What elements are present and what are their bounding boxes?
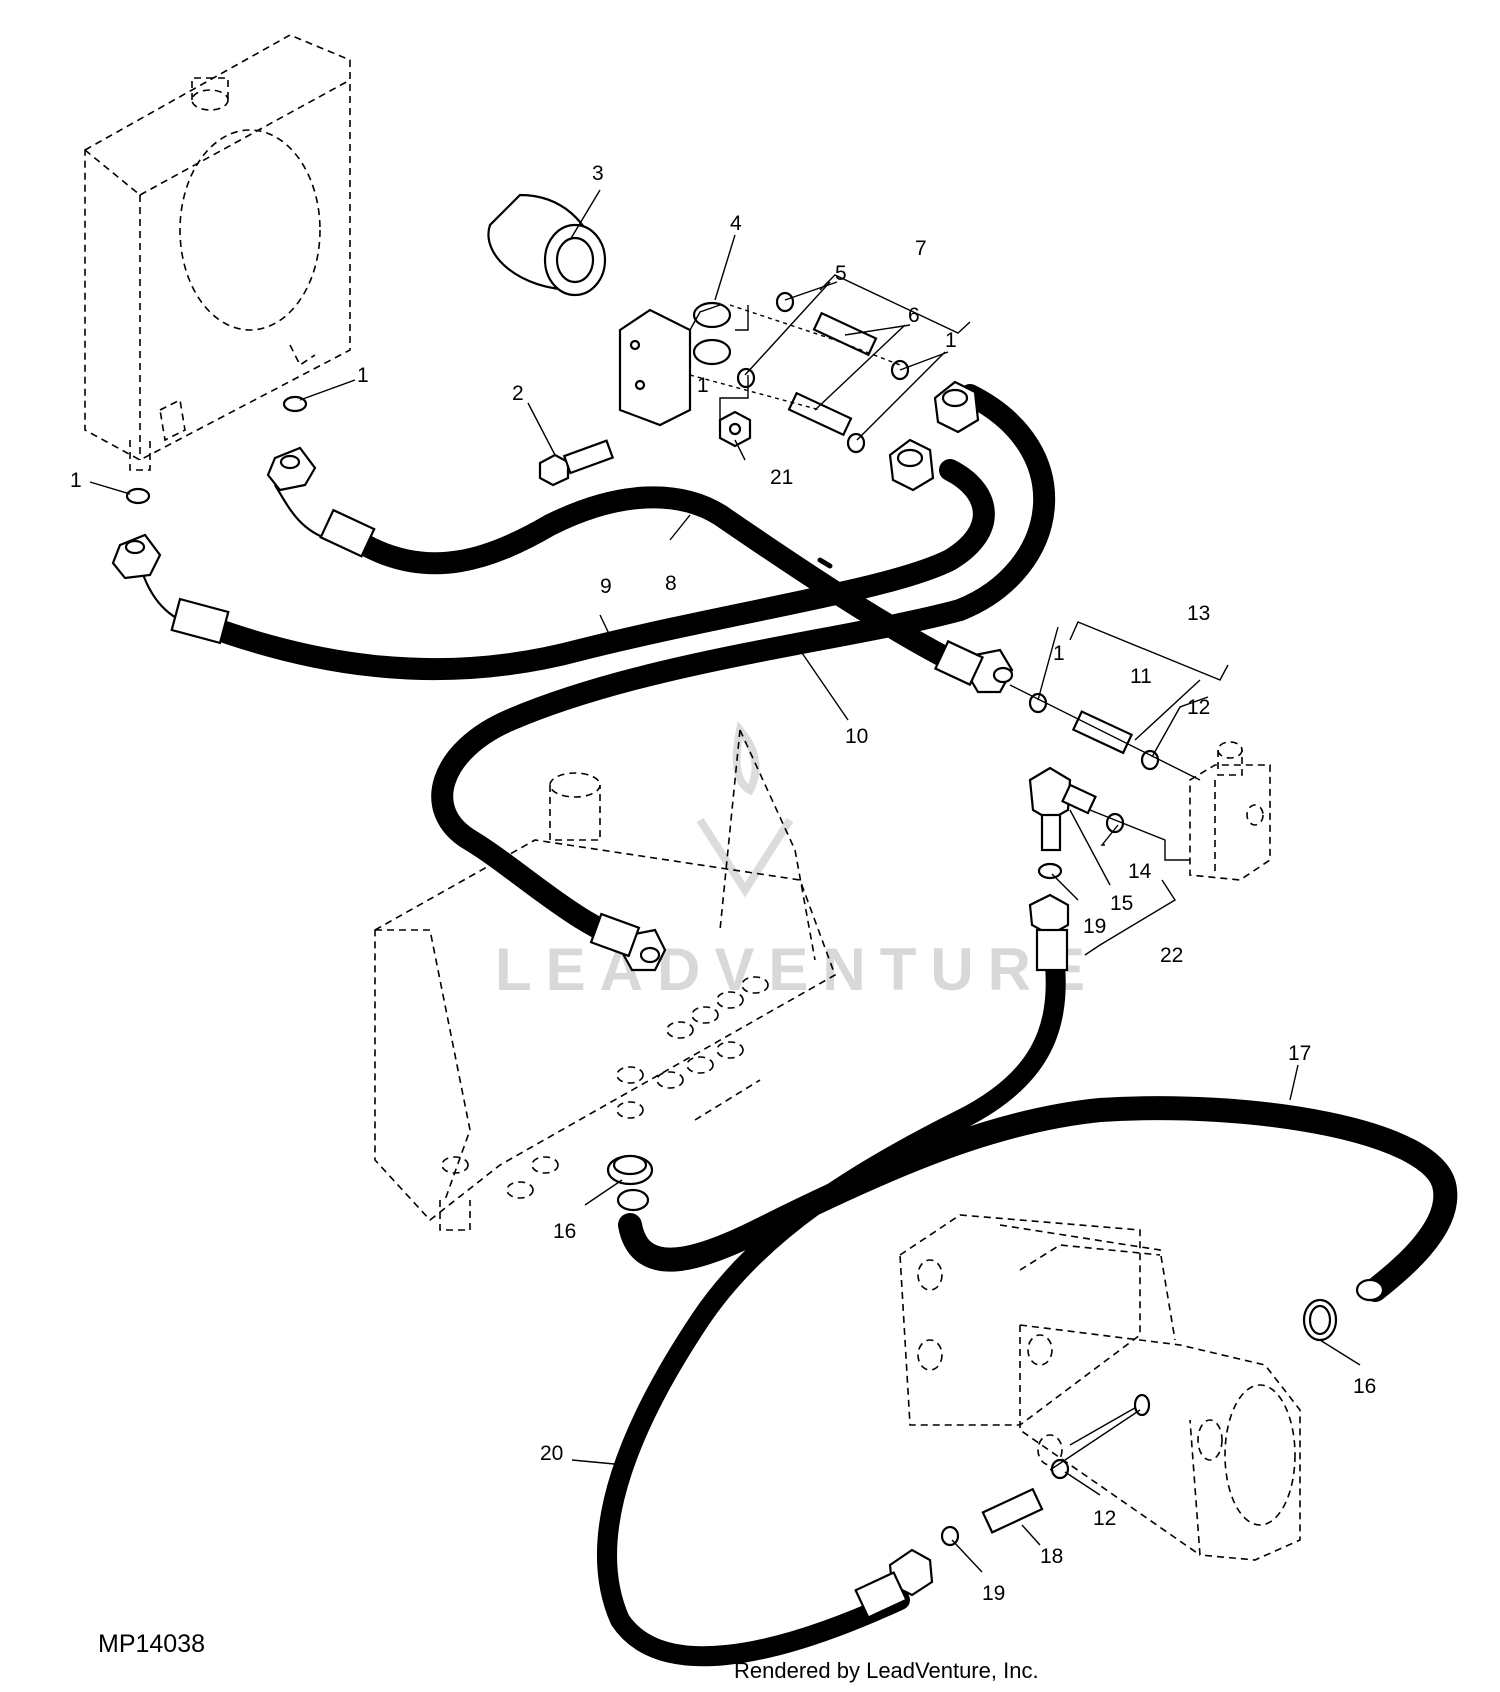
watermark: LEADVENTURE bbox=[495, 936, 1099, 1003]
pump-port-fitting bbox=[1069, 1393, 1151, 1446]
callout-18: 18 bbox=[1040, 1545, 1063, 1568]
footer-credit: Rendered by LeadVenture, Inc. bbox=[734, 1658, 1039, 1683]
callout-9: 9 bbox=[600, 575, 612, 598]
callout-12-bottom: 12 bbox=[1093, 1507, 1116, 1530]
hose-17 bbox=[618, 1096, 1458, 1302]
connection-lines bbox=[689, 304, 1201, 1471]
callout-1-mid: 1 bbox=[1053, 642, 1065, 665]
callout-16-right: 16 bbox=[1353, 1375, 1376, 1398]
auxiliary-valve-ghost bbox=[1189, 741, 1271, 881]
callout-15: 15 bbox=[1110, 892, 1133, 915]
elbow-15 bbox=[1028, 766, 1097, 852]
clamps-16 bbox=[606, 1154, 1338, 1342]
callout-8: 8 bbox=[665, 572, 677, 595]
callout-3: 3 bbox=[592, 162, 604, 185]
hose-8 bbox=[354, 486, 971, 676]
callout-7: 7 bbox=[915, 237, 927, 260]
callout-19-bottom: 19 bbox=[982, 1582, 1005, 1605]
hydraulic-pump-ghost bbox=[899, 1214, 1301, 1561]
bracket-22 bbox=[1084, 879, 1176, 956]
fittings-6 bbox=[787, 311, 878, 437]
callout-10: 10 bbox=[845, 725, 868, 748]
callout-1-cooler: 1 bbox=[357, 364, 369, 387]
callout-1-left: 1 bbox=[70, 469, 82, 492]
callout-14: 14 bbox=[1128, 860, 1152, 883]
filter-3 bbox=[487, 193, 607, 297]
callout-1-top: 1 bbox=[945, 329, 957, 352]
fitting-18 bbox=[981, 1487, 1044, 1534]
bracket-7 bbox=[819, 274, 971, 334]
callout-21: 21 bbox=[770, 466, 793, 489]
filter-base-4 bbox=[618, 301, 732, 427]
callout-11: 11 bbox=[1130, 665, 1152, 688]
callouts: 3 4 7 5 6 1 1 1 2 21 8 9 10 13 1 11 12 1… bbox=[70, 162, 1376, 1605]
leader-lines bbox=[89, 189, 1361, 1573]
bracket-13 bbox=[1069, 621, 1229, 681]
callout-2: 2 bbox=[512, 382, 524, 405]
callout-6: 6 bbox=[908, 304, 920, 327]
nut-21 bbox=[718, 410, 752, 448]
callout-20: 20 bbox=[540, 1442, 563, 1465]
oil-cooler-ghost bbox=[84, 34, 351, 471]
hose-fittings bbox=[111, 380, 1385, 1619]
callout-19-top: 19 bbox=[1083, 915, 1106, 938]
hose-20 bbox=[597, 955, 1066, 1667]
callout-13: 13 bbox=[1187, 602, 1210, 625]
figure-code: MP14038 bbox=[98, 1630, 205, 1658]
callout-1-bracket: 1 bbox=[697, 374, 709, 397]
callout-17: 17 bbox=[1288, 1042, 1311, 1065]
control-valve-ghost bbox=[374, 729, 836, 1231]
callout-5: 5 bbox=[835, 262, 847, 285]
callout-12-top: 12 bbox=[1187, 696, 1210, 719]
callout-4: 4 bbox=[730, 212, 742, 235]
adapter-11 bbox=[1071, 710, 1134, 755]
callout-16-left: 16 bbox=[553, 1220, 576, 1243]
callout-22: 22 bbox=[1160, 944, 1183, 967]
